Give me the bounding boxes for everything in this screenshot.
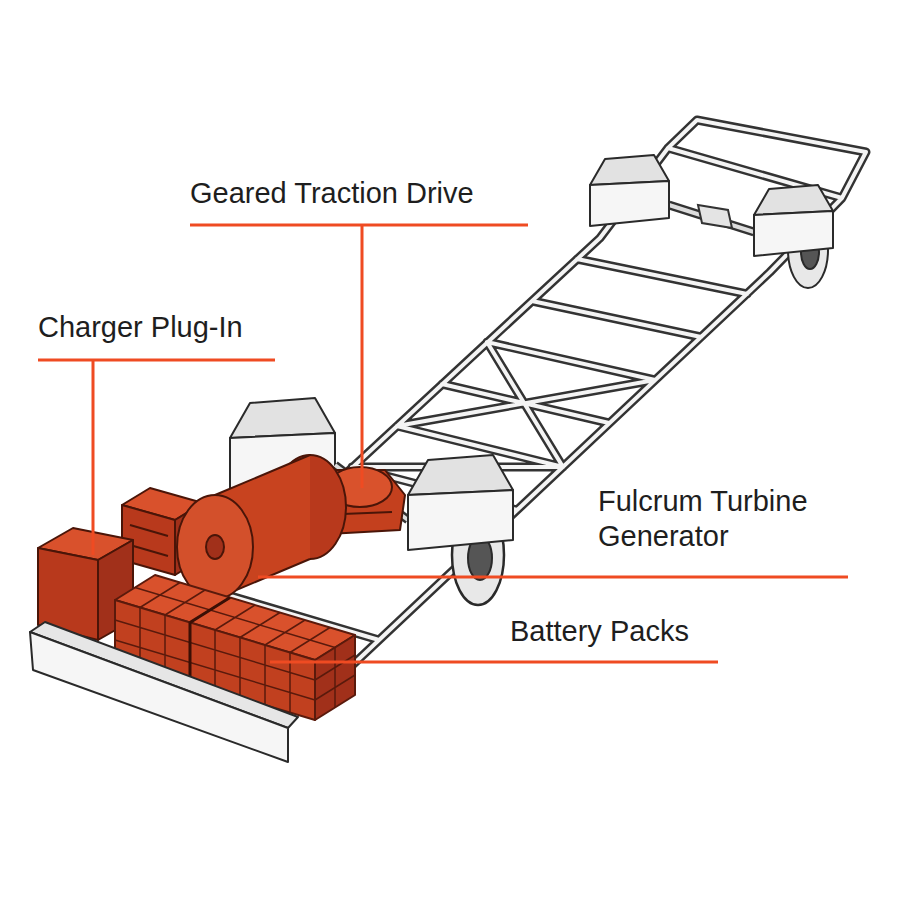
label-slot: Charger Plug-In [38,310,243,345]
leader-line [38,360,275,555]
rear-axle [669,205,754,232]
front-bumper [30,622,298,762]
leader-line [190,225,528,488]
part-label: Geared Traction Drive [190,176,474,211]
part-label: Fulcrum Turbine Generator [598,484,860,554]
leader-line [258,576,848,579]
front-wheel [230,398,335,438]
rear-wheel [754,185,833,215]
rear-axle [669,205,754,232]
rear-axle [669,205,754,232]
controller-box [130,525,168,556]
rear-wheel [590,155,669,185]
front-bumper [30,632,288,762]
rear-wheel [754,211,833,256]
turbine-generator [177,495,253,599]
rear-wheel [590,155,669,226]
part-label: Battery Packs [510,614,689,649]
leader-line [270,661,718,664]
front-wheel [408,490,513,550]
label-slot: Battery Packs [510,614,689,649]
rear-wheel [590,181,669,226]
rear-wheel [754,185,833,288]
rear-axle [698,205,732,228]
leader-line [38,225,848,662]
label-slot: Geared Traction Drive [190,176,474,211]
turbine-generator [206,535,224,559]
label-slot: Fulcrum Turbine Generator [598,484,860,554]
battery-packs [190,598,230,683]
front-wheel [408,455,513,605]
part-label: Charger Plug-In [38,310,243,345]
front-wheel [408,455,513,495]
